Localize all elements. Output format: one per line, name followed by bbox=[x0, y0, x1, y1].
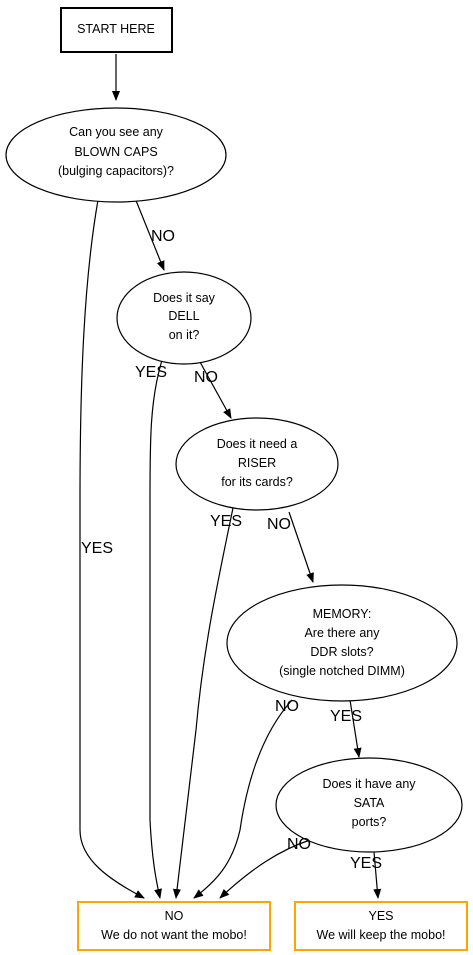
edge-memory-yes-to-sata bbox=[349, 699, 362, 758]
dell-line-2: DELL bbox=[168, 309, 199, 323]
edge-riser-no-to-memory bbox=[288, 511, 314, 583]
edge-label-caps-yes: YES bbox=[81, 540, 113, 557]
riser-line-3: for its cards? bbox=[221, 475, 293, 489]
edge-caps-yes-to-no bbox=[79, 199, 145, 899]
question-node-blown-caps bbox=[5, 107, 227, 203]
caps-line-3: (bulging capacitors)? bbox=[58, 164, 174, 178]
outcome-no-line-2: We do not want the mobo! bbox=[101, 928, 247, 942]
riser-line-2: RISER bbox=[238, 456, 276, 470]
edge-label-memory-yes: YES bbox=[330, 708, 362, 725]
question-node-dell bbox=[116, 271, 252, 365]
start-node-label: START HERE bbox=[77, 22, 155, 36]
question-node-riser bbox=[175, 417, 339, 511]
outcome-yes-line-2: We will keep the mobo! bbox=[317, 928, 446, 942]
edge-label-riser-no: NO bbox=[267, 516, 291, 533]
memory-line-3: DDR slots? bbox=[310, 645, 373, 659]
edge-label-sata-no: NO bbox=[287, 836, 311, 853]
edge-label-dell-yes: YES bbox=[135, 364, 167, 381]
sata-line-3: ports? bbox=[352, 815, 387, 829]
edge-riser-yes-to-no bbox=[172, 507, 234, 899]
start-node bbox=[60, 7, 173, 53]
edge-dell-no-to-riser bbox=[199, 361, 232, 419]
riser-line-1: Does it need a bbox=[217, 437, 298, 451]
outcome-node-yes bbox=[294, 901, 468, 951]
outcome-no-line-1: NO bbox=[165, 909, 184, 923]
dell-line-1: Does it say bbox=[153, 291, 216, 305]
sata-line-1: Does it have any bbox=[322, 777, 416, 791]
edge-memory-no-to-no bbox=[193, 699, 293, 899]
caps-line-1: Can you see any bbox=[69, 125, 164, 139]
question-node-sata bbox=[275, 757, 463, 853]
edge-label-caps-no: NO bbox=[151, 228, 175, 245]
edge-label-riser-yes: YES bbox=[210, 513, 242, 530]
memory-line-2: Are there any bbox=[304, 626, 380, 640]
caps-line-2: BLOWN CAPS bbox=[74, 145, 157, 159]
dell-line-3: on it? bbox=[169, 328, 200, 342]
edge-sata-no-to-no bbox=[219, 839, 311, 899]
edge-label-sata-yes: YES bbox=[350, 855, 382, 872]
outcome-yes-line-1: YES bbox=[368, 909, 393, 923]
question-node-memory bbox=[226, 584, 458, 702]
edge-dell-yes-to-no bbox=[149, 359, 163, 899]
memory-line-4: (single notched DIMM) bbox=[279, 664, 405, 678]
sata-line-2: SATA bbox=[354, 796, 385, 810]
memory-line-1: MEMORY: bbox=[313, 607, 372, 621]
edge-sata-yes-to-yes bbox=[373, 851, 382, 899]
edge-label-memory-no: NO bbox=[275, 698, 299, 715]
edge-label-dell-no: NO bbox=[194, 369, 218, 386]
outcome-node-no bbox=[77, 901, 271, 951]
edge-caps-no-to-dell bbox=[134, 197, 165, 271]
